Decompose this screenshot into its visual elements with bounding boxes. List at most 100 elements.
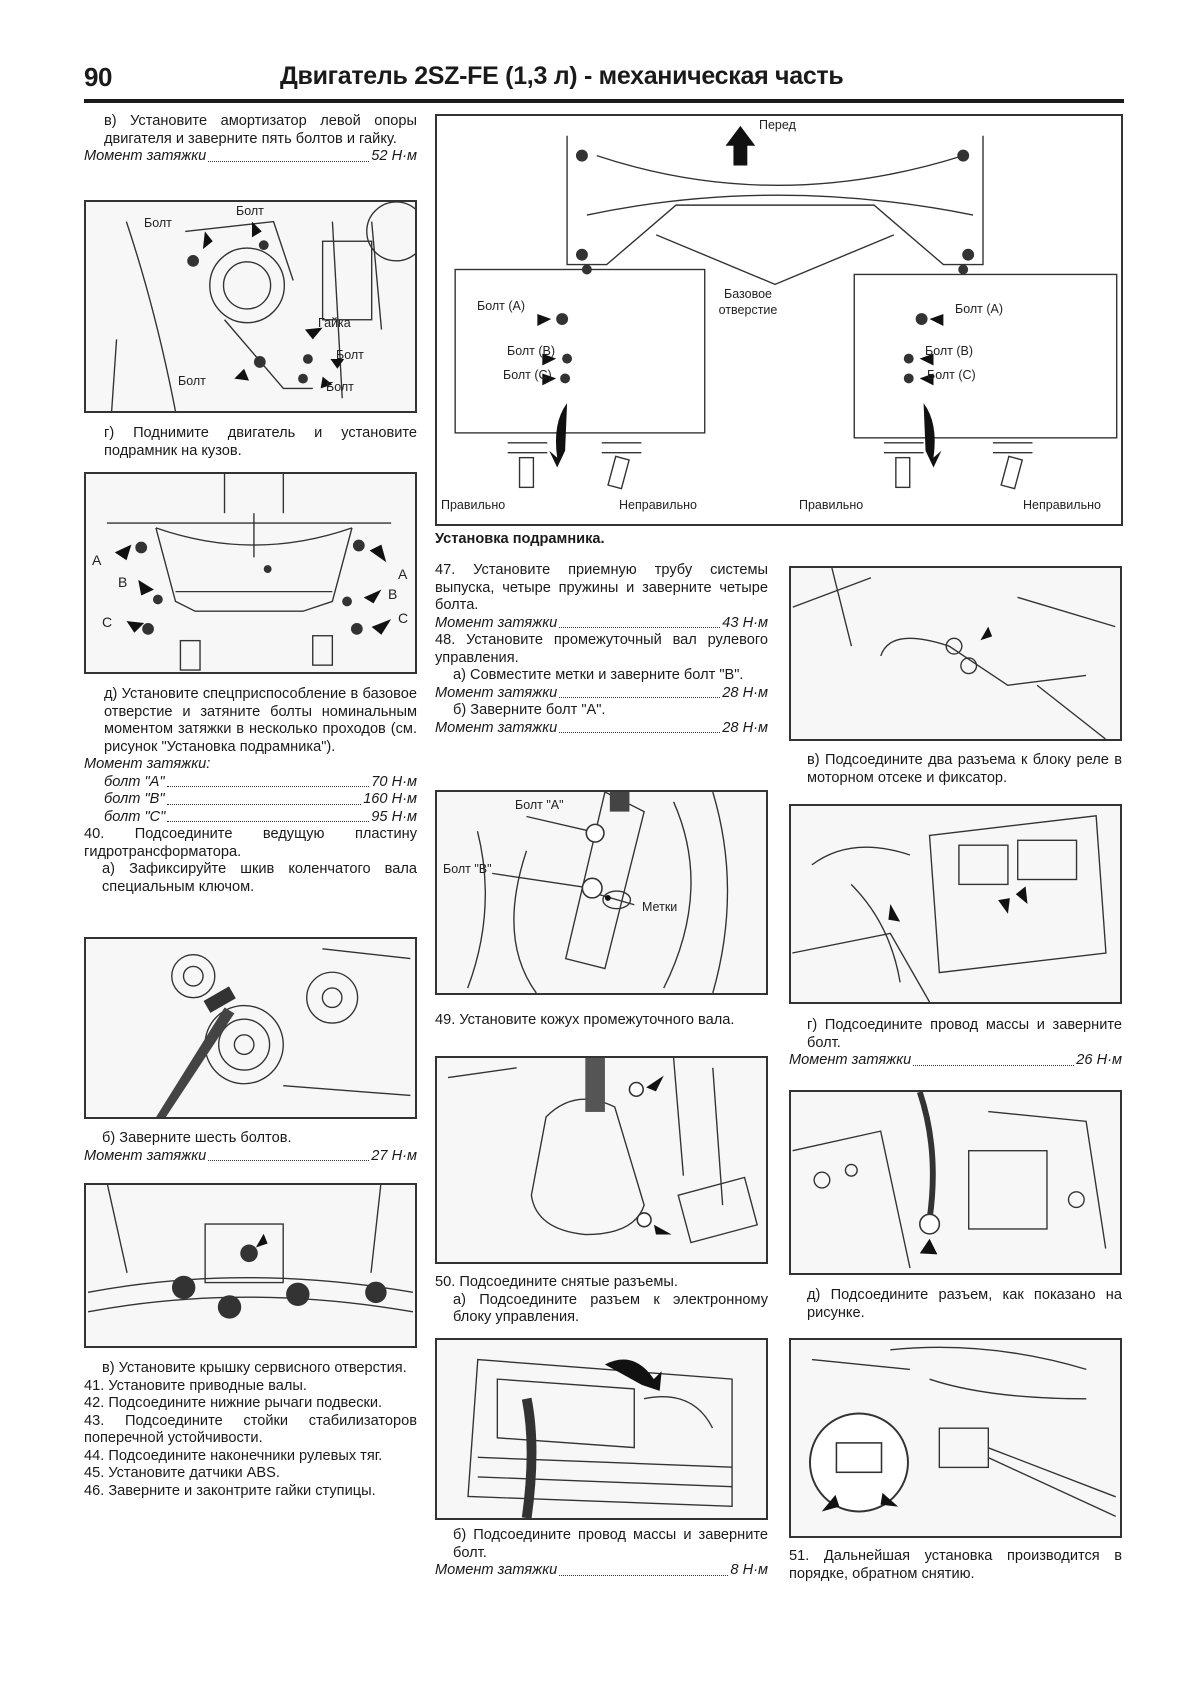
- big-figure-caption-block: Установка подрамника.: [435, 531, 775, 547]
- step-43: 43. Подсоедините стойки стабилизаторов п…: [84, 1412, 417, 1447]
- left-column-block-2: г) Поднимите двигатель и установите подр…: [84, 425, 417, 460]
- figure-connector: [789, 1338, 1122, 1538]
- crankshaft-pulley-drawing: [156, 948, 411, 1117]
- label-a: A: [92, 552, 102, 568]
- label-incorrect-right: Неправильно: [1023, 498, 1101, 512]
- step-45: 45. Установите датчики ABS.: [84, 1465, 280, 1481]
- middle-column-block-2: 49. Установите кожух промежуточного вала…: [435, 1012, 768, 1030]
- steering-shaft-drawing: [467, 792, 729, 993]
- label-marks: Метки: [642, 900, 678, 914]
- figure-engine-mount: Болт Болт Гайка Болт Болт Болт: [84, 200, 417, 413]
- label-a: A: [398, 566, 408, 582]
- left-column-block-5: в) Установите крышку сервисного отверсти…: [84, 1360, 417, 1500]
- step-49: 49. Установите кожух промежуточного вала…: [435, 1012, 735, 1028]
- step-v-mount: в) Установите амортизатор левой опоры дв…: [104, 113, 417, 147]
- torque-multi-label: Момент затяжки:: [84, 756, 211, 772]
- ecu-connector-drawing: [467, 1358, 733, 1518]
- right-column-block-4: 51. Дальнейшая установка производится в …: [789, 1548, 1122, 1583]
- right-column-block-2: г) Подсоедините провод массы и заверните…: [789, 1017, 1122, 1070]
- step-48a: а) Совместите метки и заверните болт "B"…: [453, 667, 744, 683]
- label-bolt-b-right: Болт (B): [925, 344, 974, 358]
- figure-caption: Установка подрамника.: [435, 531, 605, 547]
- torque-bolt-c: болт "C"95 Н·м: [104, 808, 417, 825]
- step-50g: г) Подсоедините провод массы и заверните…: [807, 1017, 1122, 1051]
- label-correct-left: Правильно: [441, 498, 506, 512]
- label-b: B: [118, 574, 128, 590]
- label-bolt: Болт: [336, 348, 364, 362]
- service-cover-drawing: [87, 1185, 414, 1319]
- label-c: C: [102, 614, 113, 630]
- step-50v: в) Подсоедините два разъема к блоку реле…: [807, 752, 1122, 786]
- step-40a: а) Зафиксируйте шкив коленчатого вала сп…: [102, 861, 417, 895]
- label-bolt-b-left: Болт (B): [507, 344, 556, 358]
- label-nut: Гайка: [318, 316, 351, 330]
- exhaust-pipe-drawing: [792, 568, 1116, 739]
- figure-crankshaft-pulley: [84, 937, 417, 1119]
- label-bolt: Болт: [326, 380, 354, 394]
- step-41: 41. Установите приводные валы.: [84, 1377, 307, 1394]
- torque-bolt-a: болт "A"70 Н·м: [104, 773, 417, 790]
- middle-column-block-1: 47. Установите приемную трубу системы вы…: [435, 562, 768, 737]
- left-column-block-3: д) Установите спецприспособление в базов…: [84, 686, 417, 896]
- label-c: C: [398, 610, 409, 626]
- subframe-drawing: [106, 474, 392, 671]
- step-50b: б) Подсоедините провод массы и заверните…: [453, 1527, 768, 1561]
- page-number: 90: [84, 62, 112, 92]
- step-50d: д) Подсоедините разъем, как показано на …: [807, 1287, 1122, 1321]
- label-front: Перед: [759, 118, 796, 132]
- label-bolt: Болт: [144, 216, 172, 230]
- step-50: 50. Подсоедините снятые разъемы.: [435, 1274, 678, 1290]
- figure-shaft-cover: [435, 1056, 768, 1264]
- step-42: 42. Подсоедините нижние рычаги подвески.: [84, 1395, 383, 1411]
- torque-bolt-b: болт "B"160 Н·м: [104, 791, 417, 807]
- step-51: 51. Дальнейшая установка производится в …: [789, 1548, 1122, 1582]
- middle-column-block-3: 50. Подсоедините снятые разъемы. а) Подс…: [435, 1274, 768, 1327]
- figure-service-cover: [84, 1183, 417, 1348]
- label-base-hole: Базовое отверстие: [718, 287, 778, 317]
- label-bolt-a: Болт "A": [515, 798, 564, 812]
- label-correct-right: Правильно: [799, 498, 864, 512]
- step-40: 40. Подсоедините ведущую пластину гидрот…: [84, 826, 417, 860]
- engine-mount-drawing: [110, 202, 415, 411]
- label-bolt-a-right: Болт (A): [955, 302, 1004, 316]
- subframe-installation-drawing: [454, 125, 1118, 490]
- left-column-block-1: в) Установите амортизатор левой опоры дв…: [84, 113, 417, 166]
- right-column-block-3: д) Подсоедините разъем, как показано на …: [789, 1287, 1122, 1322]
- step-48: 48. Установите промежуточный вал рулевог…: [435, 632, 768, 666]
- page-title: Двигатель 2SZ-FE (1,3 л) - механическая …: [280, 62, 844, 90]
- step-d-tool: д) Установите спецприспособление в базов…: [104, 686, 417, 755]
- relay-block-drawing: [792, 815, 1107, 1002]
- figure-ecu-connector: [435, 1338, 768, 1520]
- figure-exhaust-pipe: [789, 566, 1122, 741]
- label-bolt-b: Болт "B": [443, 862, 492, 876]
- label-incorrect-left: Неправильно: [619, 498, 697, 512]
- label-bolt-c-right: Болт (C): [927, 368, 976, 382]
- step-g-lift: г) Поднимите двигатель и установите подр…: [104, 425, 417, 459]
- middle-column-block-4: б) Подсоедините провод массы и заверните…: [435, 1527, 768, 1580]
- figure-subframe-bolts: A B C A B C: [84, 472, 417, 674]
- label-bolt-c-left: Болт (C): [503, 368, 552, 382]
- label-bolt-a-left: Болт (A): [477, 299, 526, 313]
- header-rule: [84, 99, 1124, 103]
- figure-ground-wire: [789, 1090, 1122, 1275]
- step-40b: б) Заверните шесть болтов.: [102, 1130, 292, 1146]
- figure-relay-block: [789, 804, 1122, 1004]
- ground-wire-drawing: [792, 1092, 1107, 1269]
- step-46: 46. Заверните и законтрите гайки ступицы…: [84, 1482, 376, 1499]
- right-column-block-1: в) Подсоедините два разъема к блоку реле…: [789, 752, 1122, 787]
- step-50a: а) Подсоедините разъем к электронному бл…: [453, 1291, 768, 1326]
- step-47: 47. Установите приемную трубу системы вы…: [435, 562, 768, 613]
- step-40v: в) Установите крышку сервисного отверсти…: [102, 1360, 407, 1376]
- left-column-block-4: б) Заверните шесть болтов. Момент затяжк…: [84, 1130, 417, 1165]
- figure-steering-shaft: Болт "A" Болт "B" Метки: [435, 790, 768, 995]
- label-bolt: Болт: [236, 204, 264, 218]
- page-header: 90 Двигатель 2SZ-FE (1,3 л) - механическ…: [84, 62, 1124, 100]
- label-b: B: [388, 586, 398, 602]
- step-44: 44. Подсоедините наконечники рулевых тяг…: [84, 1447, 383, 1464]
